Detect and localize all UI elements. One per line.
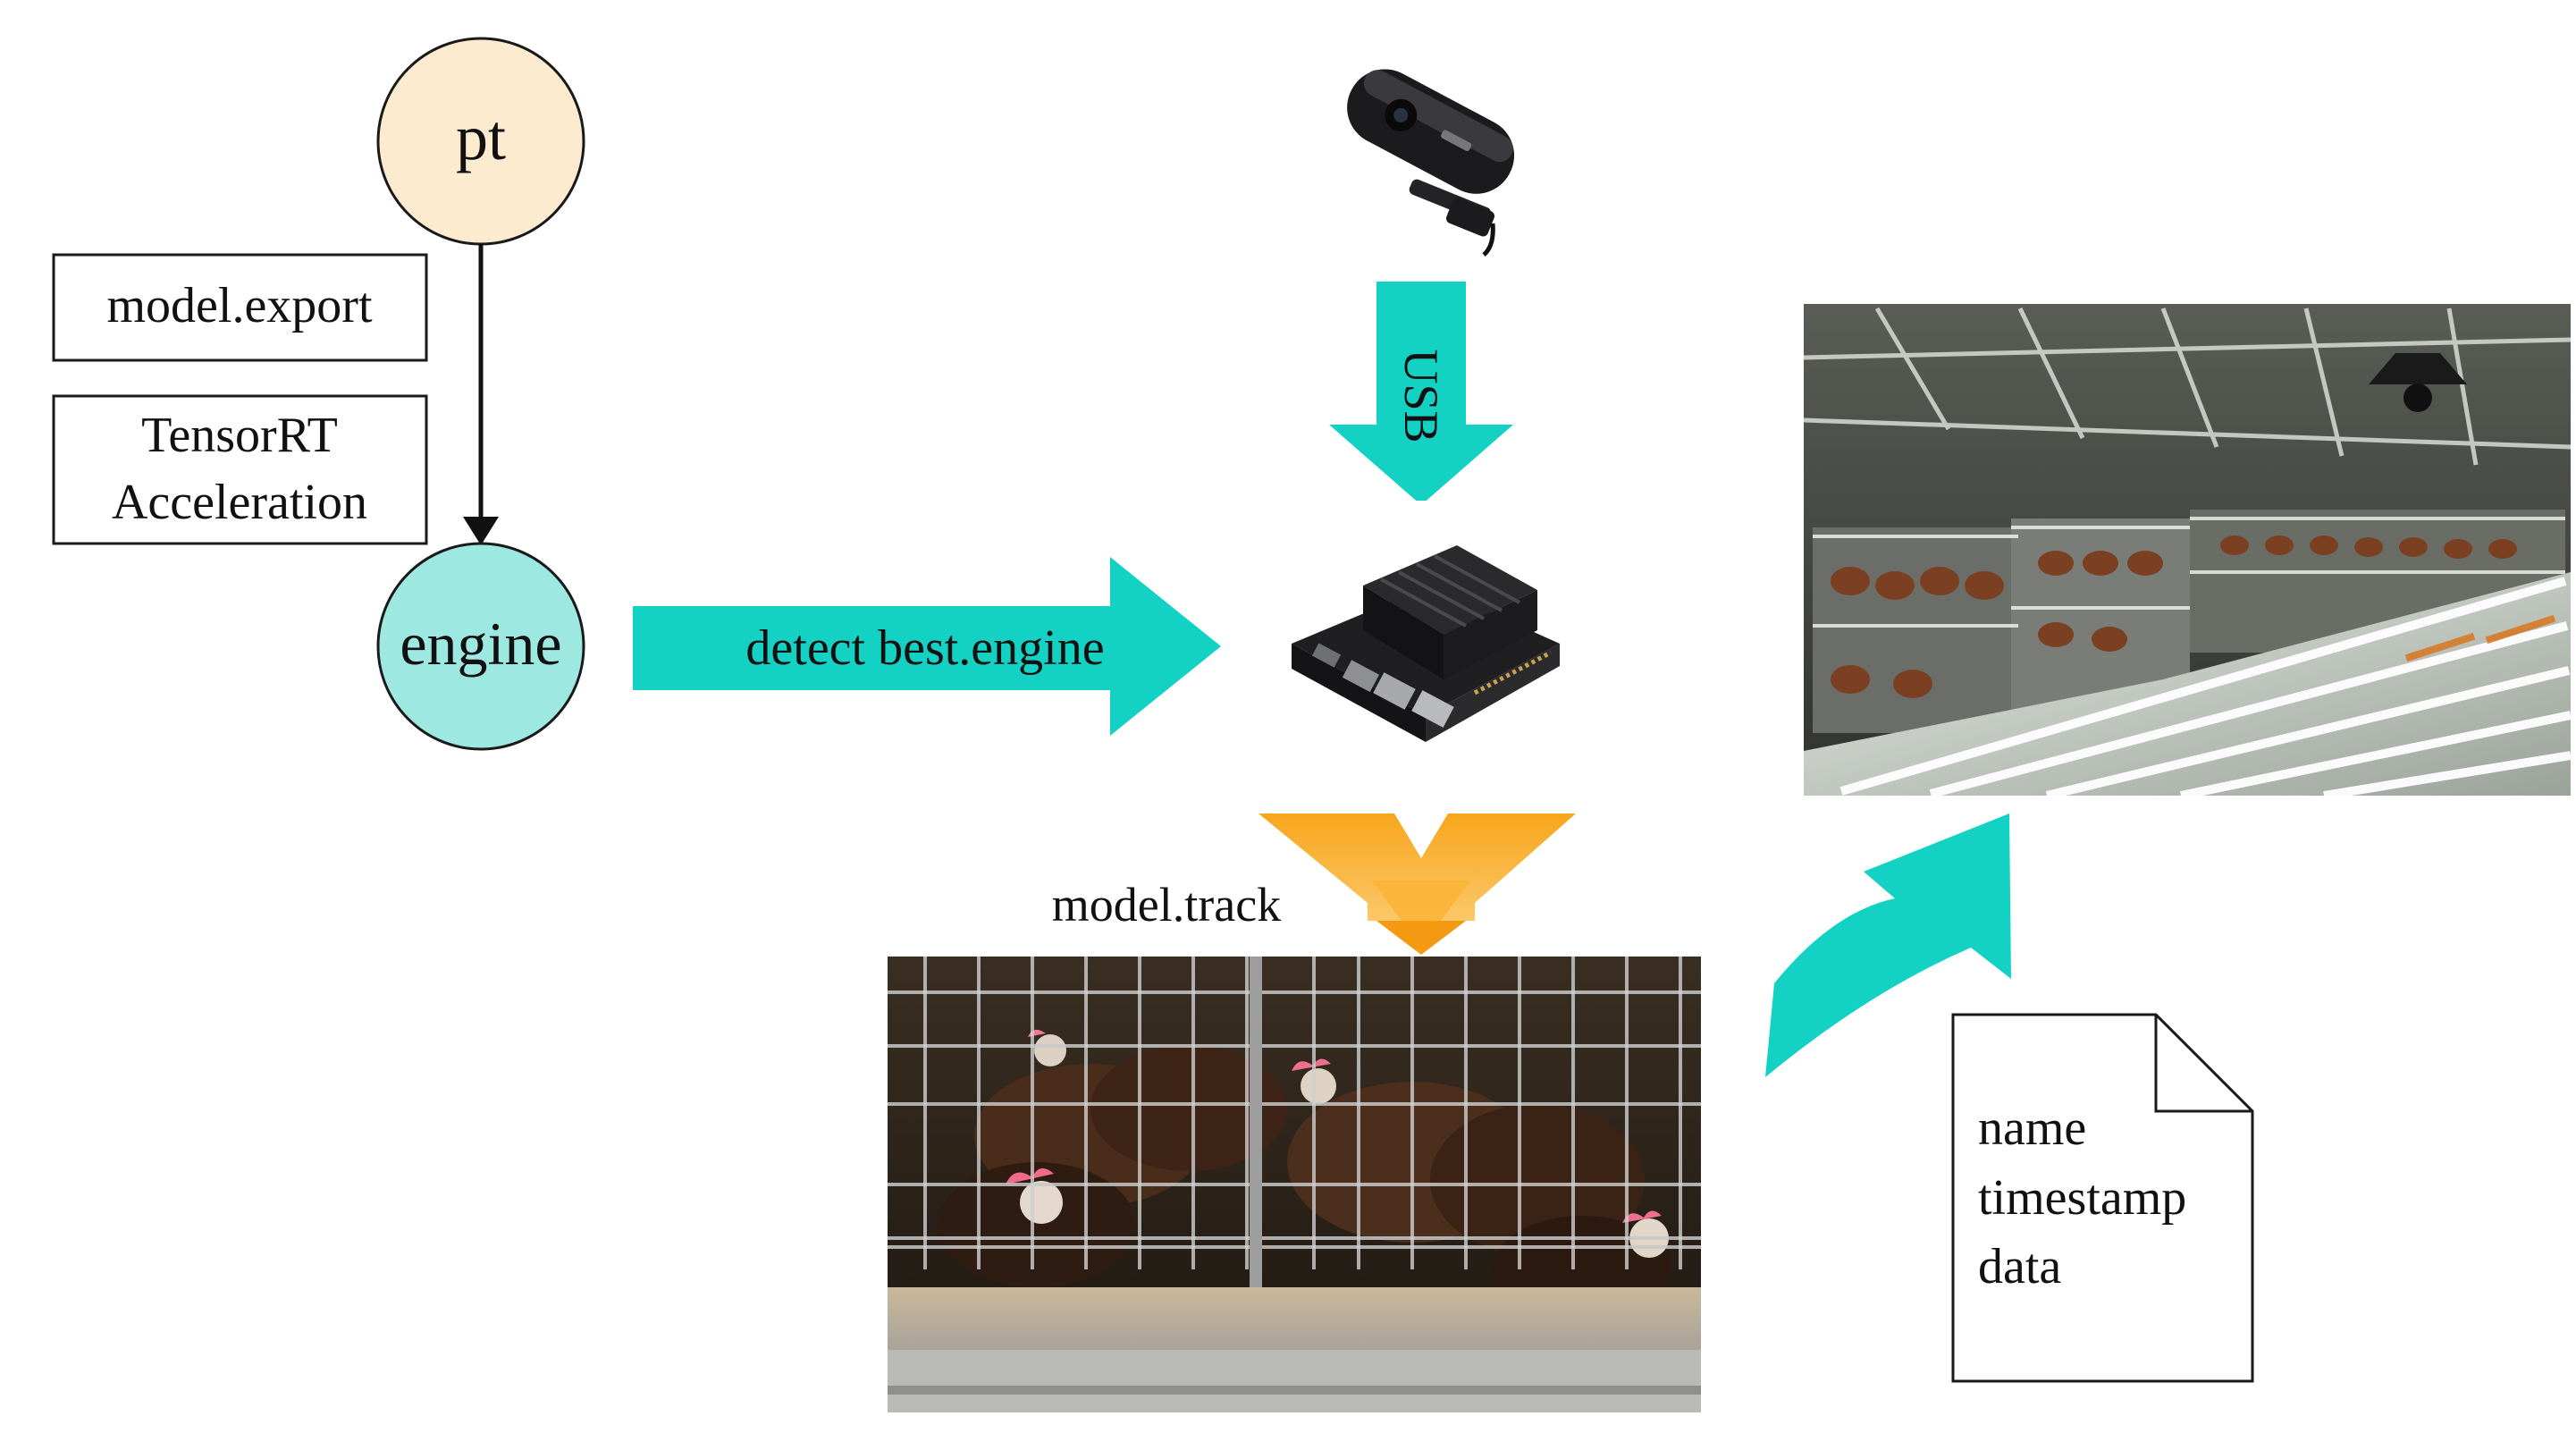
track-arrow: model.track (1052, 813, 1576, 955)
poultry-house-photo (1803, 304, 2572, 800)
document-line-data: data (1978, 1239, 2061, 1294)
tensorrt-label-line2: Acceleration (112, 475, 367, 530)
document-line-timestamp: timestamp (1978, 1170, 2186, 1226)
pt-node: pt (376, 37, 585, 246)
conversion-arrow (463, 244, 499, 545)
usb-arrow-label: USB (1394, 349, 1448, 443)
pt-label: pt (456, 102, 506, 173)
usb-arrow: USB (1329, 282, 1513, 505)
chicken-coop-photo (888, 957, 1701, 1412)
engine-label: engine (400, 610, 561, 678)
model-export-box: model.export (52, 253, 428, 362)
model-export-label: model.export (106, 278, 372, 333)
upload-arrow (1765, 813, 2011, 1077)
jetson-board-image (1274, 501, 1578, 769)
document-line-name: name (1978, 1100, 2086, 1156)
engine-node: engine (376, 542, 585, 751)
webcam-image (1301, 40, 1542, 282)
tensorrt-box: TensorRT Acceleration (52, 394, 428, 545)
tensorrt-label-line1: TensorRT (141, 408, 338, 463)
record-document: name timestamp data (1951, 1013, 2254, 1383)
model-track-label: model.track (1052, 878, 1281, 931)
detect-arrow: detect best.engine (633, 557, 1221, 736)
detect-arrow-label: detect best.engine (745, 620, 1104, 676)
